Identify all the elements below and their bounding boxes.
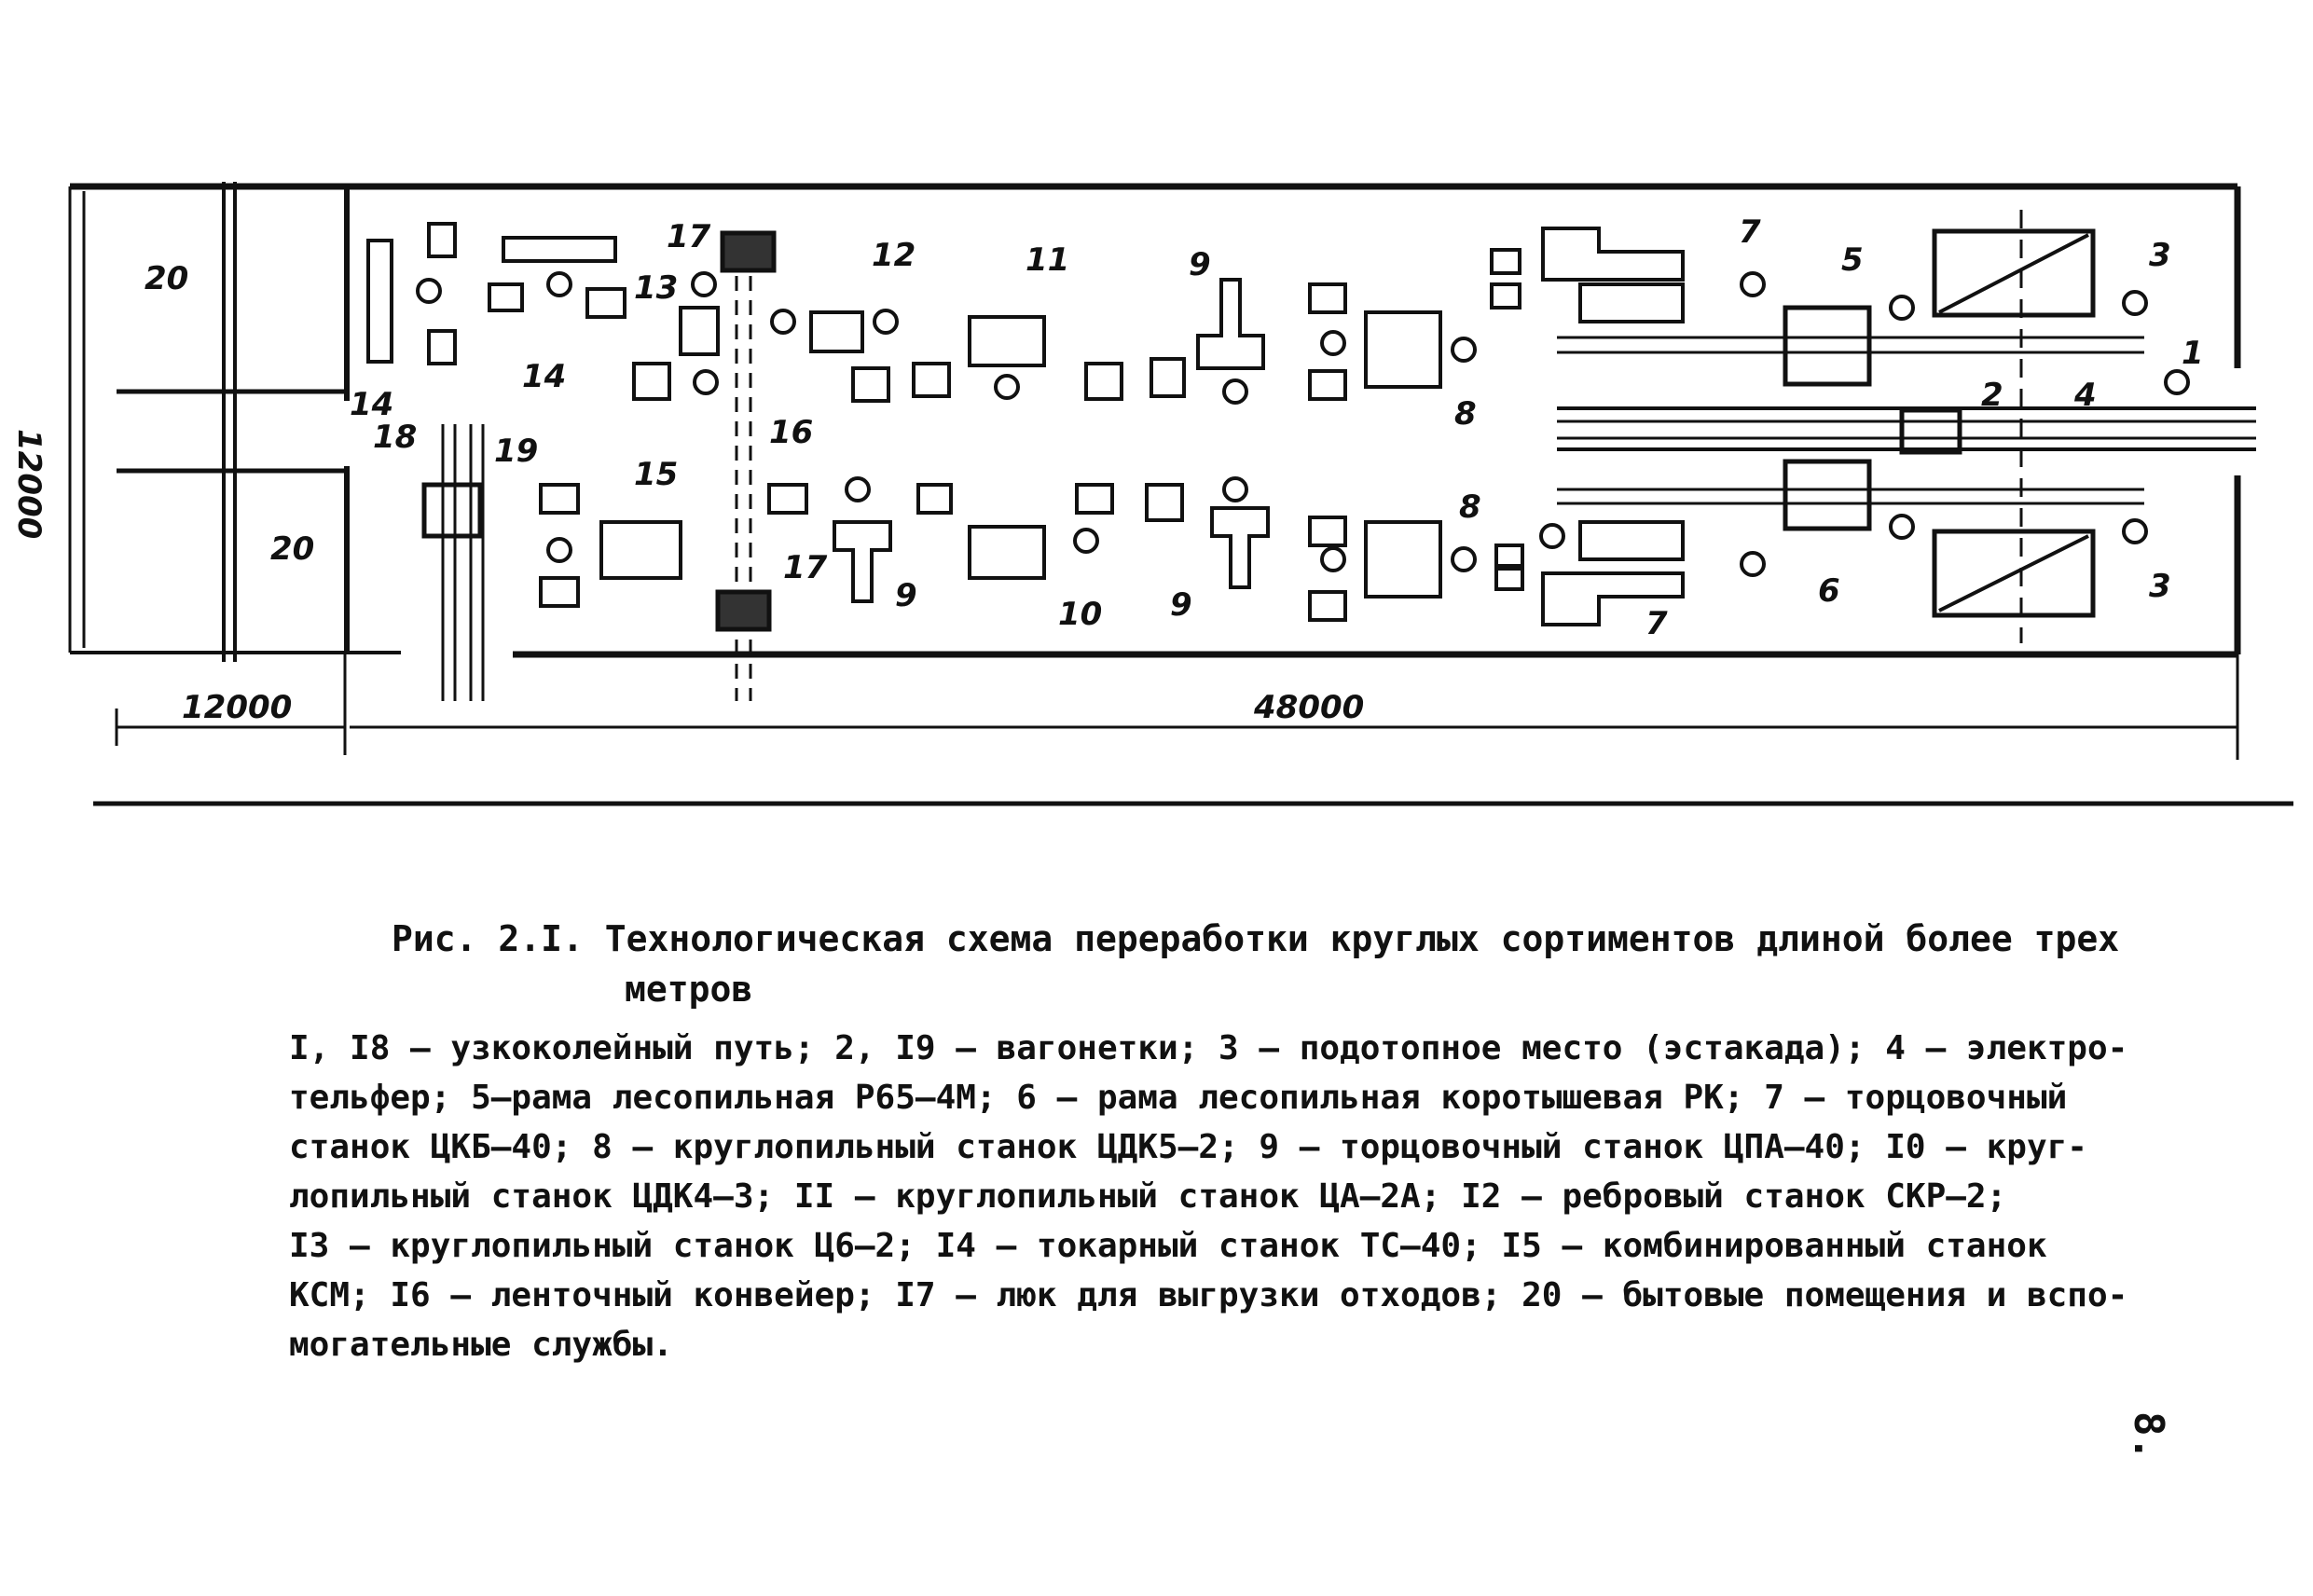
label-9-mid: 9: [895, 577, 917, 614]
label-18: 18: [373, 419, 417, 456]
room-lower-label: 20: [270, 530, 314, 568]
label-14-left: 14: [350, 386, 393, 423]
label-7-bottom: 7: [1645, 605, 1668, 642]
label-1: 1: [2182, 335, 2204, 372]
label-8-top: 8: [1454, 395, 1477, 433]
figure-legend: I, I8 – узкоколейный путь; 2, I9 – вагон…: [289, 1029, 2128, 1364]
figure-title: Рис. 2.I. Технологическая схема перерабо…: [392, 914, 2163, 1014]
label-3-bottom: 3: [2149, 568, 2171, 605]
label-17-bottom: 17: [783, 549, 828, 586]
label-10: 10: [1058, 596, 1102, 633]
figure-title-line2: метров: [625, 969, 753, 1010]
page-number: 8.: [2124, 1411, 2172, 1461]
figure-title-line1: Рис. 2.I. Технологическая схема перерабо…: [392, 918, 2120, 959]
label-8-bottom: 8: [1459, 488, 1481, 526]
label-12: 12: [872, 237, 916, 274]
label-19: 19: [494, 433, 538, 470]
label-16: 16: [769, 414, 813, 451]
label-9-bottom: 9: [1170, 586, 1192, 624]
label-14-mid: 14: [522, 358, 566, 395]
label-15: 15: [634, 456, 678, 493]
dim-left-width: 12000: [182, 689, 292, 726]
label-6: 6: [1818, 572, 1840, 610]
room-upper-label: 20: [145, 260, 188, 297]
label-3-top: 3: [2149, 237, 2171, 274]
label-4: 4: [2073, 377, 2097, 414]
label-9-top: 9: [1189, 246, 1211, 283]
label-7-top: 7: [1739, 213, 1761, 251]
label-17-top: 17: [667, 218, 711, 255]
floor-plan: 12000 12000 48000 20 20 1 2 3 3 4 5 6 7 …: [10, 182, 2293, 806]
label-2: 2: [1981, 377, 2003, 414]
label-5: 5: [1841, 241, 1864, 279]
label-13: 13: [634, 269, 678, 307]
label-11: 11: [1026, 241, 1069, 279]
dim-main-width: 48000: [1253, 689, 1364, 726]
dim-height: 12000: [10, 429, 48, 539]
